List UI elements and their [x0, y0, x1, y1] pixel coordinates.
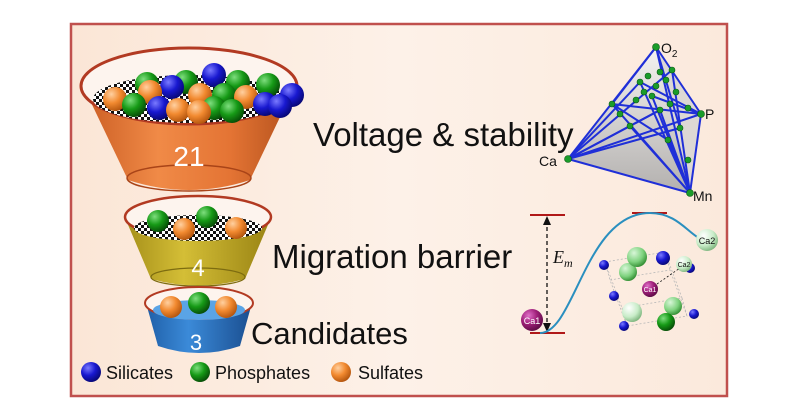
legend-item-phosphates: Phosphates: [190, 362, 310, 383]
legend-label: Phosphates: [215, 363, 310, 383]
vertex-label-right: P: [705, 106, 714, 122]
inset-label-ca2: Ca2: [678, 262, 691, 269]
tetra-edges: [567, 46, 702, 194]
end-label: Ca2: [699, 236, 716, 246]
arrow-head-up: [543, 216, 551, 225]
stage-label: Voltage & stability: [313, 116, 574, 153]
legend: Silicates Phosphates Sulfates: [81, 362, 423, 383]
stage-count: 3: [190, 330, 202, 355]
crystal-inset: Ca2 Ca1: [599, 247, 699, 331]
inset-label-ca1: Ca1: [644, 287, 657, 294]
stage-count: 21: [173, 141, 204, 172]
legend-item-silicates: Silicates: [81, 362, 173, 383]
energy-barrier-plot: Em Ca1 Ca2: [521, 211, 718, 334]
energy-curve: [539, 211, 706, 334]
funnel-stage-3: 3 Candidates: [144, 286, 408, 355]
hop-path: [656, 267, 681, 285]
legend-label: Silicates: [106, 363, 173, 383]
bowl-top-balls: [103, 63, 304, 124]
phase-diagram: O2 P Ca Mn: [539, 40, 714, 204]
start-label: Ca1: [524, 316, 541, 326]
bowl-top-bottom-rim: [126, 164, 252, 192]
tetra-face-bottom: [568, 47, 690, 193]
bowl-mid-balls: [147, 206, 247, 240]
sulfates-swatch: [331, 362, 351, 382]
funnel-stage-1: 21 Voltage & stability: [79, 46, 574, 192]
stage-count: 4: [191, 255, 204, 282]
stage-label: Candidates: [251, 316, 408, 351]
phosphates-swatch: [190, 362, 210, 382]
legend-item-sulfates: Sulfates: [331, 362, 423, 383]
tetra-nodes: [564, 43, 705, 197]
legend-label: Sulfates: [358, 363, 423, 383]
bowl-bottom-balls: [160, 292, 237, 318]
ca2-end-atom: [696, 229, 718, 251]
silicates-swatch: [81, 362, 101, 382]
vertex-label-bottom: Mn: [693, 188, 712, 204]
bowl-mid-bottom-rim: [150, 267, 246, 287]
vertex-label-left: Ca: [539, 153, 557, 169]
stage-label: Migration barrier: [272, 238, 512, 275]
arrow-head-down: [543, 323, 551, 332]
funnel-stage-2: 4 Migration barrier: [123, 194, 512, 287]
ca1-start-atom: [521, 309, 543, 331]
